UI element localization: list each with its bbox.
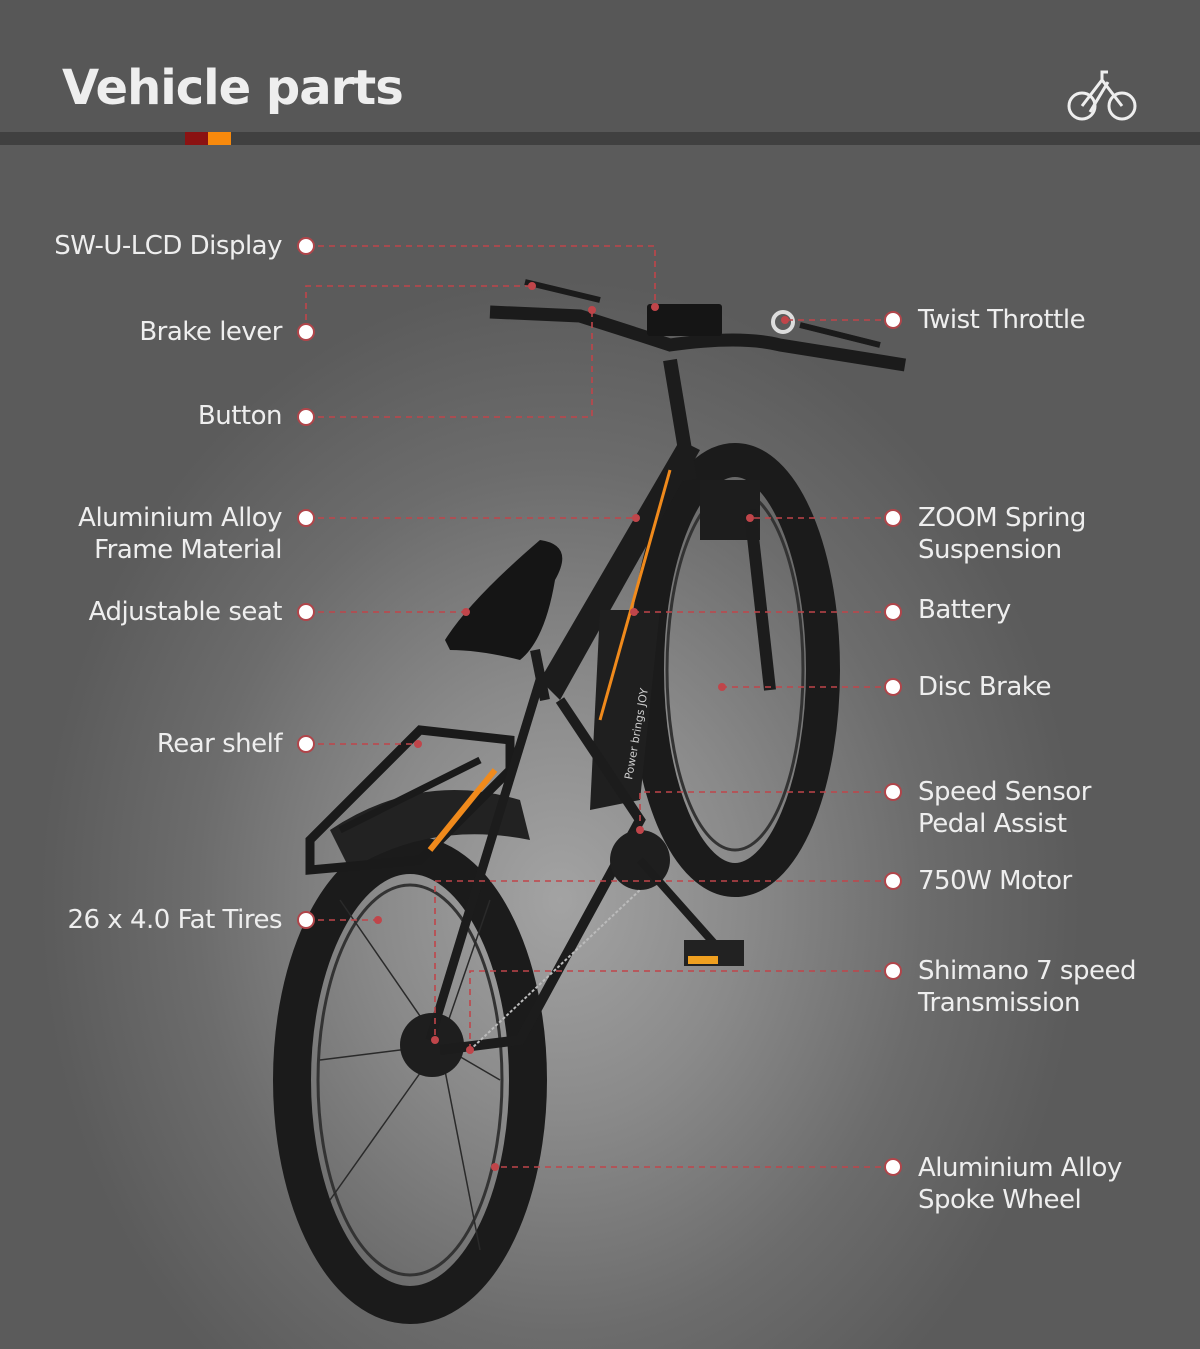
bicycle-icon <box>1067 70 1137 121</box>
label-line: Aluminium Alloy <box>78 503 282 533</box>
label-transmission: Shimano 7 speed Transmission <box>918 955 1136 1019</box>
header-divider <box>0 132 1200 145</box>
label-line: Suspension <box>918 535 1062 565</box>
label-line: Frame Material <box>94 535 282 565</box>
label-button: Button <box>197 401 283 431</box>
chain <box>469 889 641 1051</box>
label-line: ZOOM Spring <box>918 503 1086 533</box>
label-line: Pedal Assist <box>918 809 1067 839</box>
rear-tire <box>273 836 547 1324</box>
bike-illustration: Power brings JOY <box>273 279 907 1324</box>
front-rim <box>665 488 805 852</box>
label-rear-shelf: Rear shelf <box>156 729 283 759</box>
hub-motor <box>400 1013 464 1077</box>
label-fat-tires: 26 x 4.0 Fat Tires <box>67 905 282 935</box>
seat <box>445 540 563 660</box>
label-disc-brake: Disc Brake <box>918 672 1051 702</box>
page-title: Vehicle parts <box>62 60 404 116</box>
label-battery: Battery <box>918 595 1011 625</box>
throttle <box>771 310 795 334</box>
callout-targets <box>374 282 789 1171</box>
label-spoke-wheel: Aluminium Alloy Spoke Wheel <box>918 1152 1122 1216</box>
callout-lines <box>305 245 881 1168</box>
battery <box>590 610 660 810</box>
label-speed-sensor: Speed Sensor Pedal Assist <box>918 776 1091 840</box>
accent-red <box>185 132 208 145</box>
label-line: Aluminium Alloy <box>918 1153 1122 1183</box>
stem <box>663 358 697 482</box>
label-line: Speed Sensor <box>918 777 1091 807</box>
label-frame-material: Aluminium Alloy Frame Material <box>78 502 282 566</box>
label-lcd-display: SW-U-LCD Display <box>54 231 282 261</box>
label-brake-lever: Brake lever <box>139 317 282 347</box>
callout-dots <box>297 237 902 1176</box>
label-line: Spoke Wheel <box>918 1185 1082 1215</box>
label-suspension: ZOOM Spring Suspension <box>918 502 1086 566</box>
lcd-display <box>647 304 722 336</box>
rear-rim <box>316 883 504 1277</box>
accent-orange <box>208 132 231 145</box>
label-line: Transmission <box>918 988 1080 1018</box>
label-motor: 750W Motor <box>918 866 1072 896</box>
header-band <box>0 0 1200 132</box>
label-twist-throttle: Twist Throttle <box>918 305 1086 335</box>
label-line: Shimano 7 speed <box>918 956 1136 986</box>
label-adjustable-seat: Adjustable seat <box>88 597 283 627</box>
rear-spokes <box>319 899 501 1251</box>
handlebar <box>489 305 907 372</box>
fork <box>744 509 776 691</box>
